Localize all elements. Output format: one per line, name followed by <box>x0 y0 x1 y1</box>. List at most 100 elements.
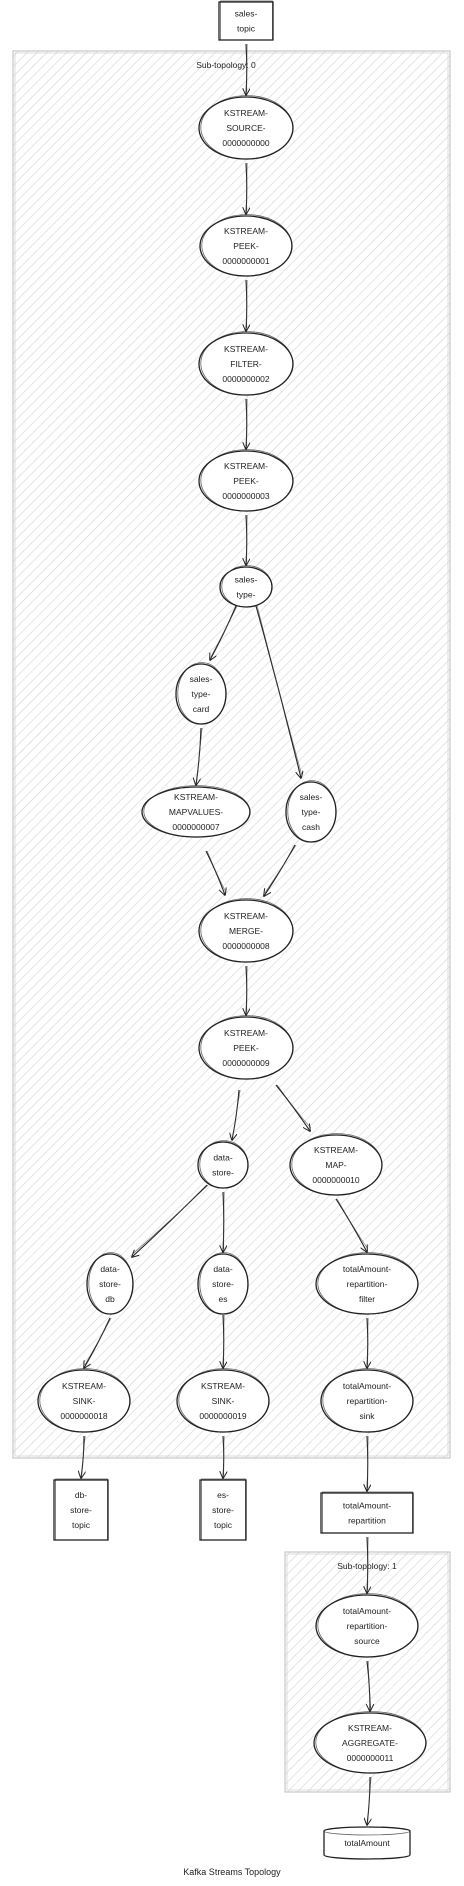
node-label: source <box>354 1636 380 1646</box>
node-sales-type-cash[interactable]: sales-type-cash <box>285 780 337 843</box>
node-es-store-topic[interactable]: es-store-topic <box>199 1478 247 1541</box>
node-label: store- <box>70 1505 92 1515</box>
edge-sales-type-cash-to-merge8 <box>264 844 296 896</box>
node-label: filter <box>359 1294 375 1304</box>
node-label: 0000000011 <box>347 1753 394 1763</box>
node-totalAmount[interactable]: totalAmount <box>323 1826 411 1860</box>
node-label: MAP- <box>325 1160 346 1170</box>
node-label: PEEK- <box>233 1043 259 1053</box>
node-label: 0000000019 <box>199 1411 247 1421</box>
node-label: KSTREAM- <box>224 226 268 236</box>
node-label: 0000000000 <box>222 138 270 148</box>
node-label: repartition <box>348 1516 386 1526</box>
node-label: totalAmount- <box>343 1381 391 1391</box>
node-repartition-filter[interactable]: totalAmount-repartition-filter <box>315 1252 419 1315</box>
cluster-box <box>12 50 451 1459</box>
node-sink18[interactable]: KSTREAM- SINK- 0000000018 <box>37 1368 131 1433</box>
node-label: cash <box>302 822 320 832</box>
node-sink19[interactable]: KSTREAM- SINK- 0000000019 <box>176 1368 270 1433</box>
node-label: PEEK- <box>233 476 259 486</box>
cluster-label: Sub-topology: 0 <box>196 60 256 70</box>
node-aggregate11[interactable]: KSTREAM-AGGREGATE-0000000011 <box>313 1711 427 1774</box>
node-map10[interactable]: KSTREAM- MAP- 0000000010 <box>289 1133 383 1196</box>
node-data-store[interactable]: data-store- <box>197 1140 249 1189</box>
node-label: FILTER- <box>230 359 262 369</box>
node-label: 0000000018 <box>60 1411 108 1421</box>
node-label: sales- <box>190 674 213 684</box>
node-label: MAPVALUES- <box>169 807 223 817</box>
diagram-title: Kafka Streams Topology <box>183 1867 281 1877</box>
node-label: sales- <box>300 792 323 802</box>
node-sales-type[interactable]: sales-type- <box>219 565 273 608</box>
node-label: 0000000008 <box>222 941 270 951</box>
node-peek3[interactable]: KSTREAM- PEEK- 0000000003 <box>198 449 294 512</box>
node-label: KSTREAM- <box>224 344 268 354</box>
node-label: data- <box>213 1153 233 1163</box>
node-label: AGGREGATE- <box>342 1738 398 1748</box>
node-label: KSTREAM- <box>314 1145 358 1155</box>
node-label: totalAmount- <box>343 1264 391 1274</box>
node-label: 0000000002 <box>222 374 270 384</box>
node-repartition-sink[interactable]: totalAmount-repartition-sink <box>320 1368 414 1433</box>
cluster-sub0: Sub-topology: 0 <box>12 50 451 1459</box>
node-label: topic <box>72 1520 91 1530</box>
node-label: topic <box>214 1520 233 1530</box>
node-label: KSTREAM- <box>224 1028 268 1038</box>
node-label: es- <box>217 1490 229 1500</box>
node-label: PEEK- <box>233 241 259 251</box>
edge-map10-to-repartition-filter <box>335 1198 367 1252</box>
node-box <box>53 1479 109 1541</box>
node-label: KSTREAM- <box>201 1381 245 1391</box>
node-mapvalues7[interactable]: KSTREAM- MAPVALUES- 0000000007 <box>141 785 251 838</box>
node-label: sales- <box>235 575 258 585</box>
node-sales-type-card[interactable]: sales-type-card <box>175 662 227 725</box>
node-label: SINK- <box>73 1396 96 1406</box>
node-filter2[interactable]: KSTREAM- FILTER- 0000000002 <box>198 331 294 396</box>
node-label: repartition- <box>347 1621 388 1631</box>
node-label: KSTREAM- <box>224 461 268 471</box>
node-label: SOURCE- <box>226 123 265 133</box>
node-label: KSTREAM- <box>174 792 218 802</box>
node-label: topic <box>237 24 256 34</box>
node-label: db- <box>75 1490 87 1500</box>
node-repartition-topic[interactable]: totalAmount-repartition <box>320 1491 414 1534</box>
node-label: card <box>193 704 210 714</box>
node-label: 0000000001 <box>222 256 270 266</box>
node-label: 0000000010 <box>312 1175 360 1185</box>
node-label: SINK- <box>212 1396 235 1406</box>
node-label: 0000000007 <box>172 822 220 832</box>
node-label: 0000000003 <box>222 491 270 501</box>
node-box <box>199 1479 247 1541</box>
node-source[interactable]: KSTREAM- SOURCE- 0000000000 <box>198 95 294 160</box>
node-label: totalAmount- <box>343 1606 391 1616</box>
node-label: MERGE- <box>229 926 263 936</box>
node-label: KSTREAM- <box>62 1381 106 1391</box>
node-label: store- <box>212 1168 234 1178</box>
node-box <box>218 1 274 41</box>
cluster-label: Sub-topology: 1 <box>337 1561 397 1571</box>
node-cylinder <box>323 1826 411 1860</box>
node-merge8[interactable]: KSTREAM-MERGE-0000000008 <box>198 898 294 963</box>
node-label: totalAmount <box>344 1838 390 1848</box>
node-label: data- <box>213 1264 233 1274</box>
node-label: store- <box>212 1279 234 1289</box>
node-label: sink <box>359 1411 375 1421</box>
node-peek9[interactable]: KSTREAM- PEEK- 0000000009 <box>198 1015 294 1080</box>
node-label: KSTREAM- <box>224 108 268 118</box>
edge-data-store-db-to-sink18 <box>84 1317 111 1368</box>
node-db-store-topic[interactable]: db-store-topic <box>53 1478 109 1541</box>
node-label: 0000000009 <box>222 1058 270 1068</box>
node-label: type- <box>192 689 211 699</box>
node-sales-topic[interactable]: sales-topic <box>218 0 274 41</box>
node-label: store- <box>212 1505 234 1515</box>
node-label: db <box>105 1294 115 1304</box>
node-label: es <box>219 1294 228 1304</box>
node-box <box>320 1492 414 1534</box>
node-label: store- <box>99 1279 121 1289</box>
node-data-store-db[interactable]: data-store-db <box>86 1252 134 1315</box>
edge-mapvalues7-to-merge8 <box>205 850 225 895</box>
node-repartition-source[interactable]: totalAmount-repartition-source <box>315 1593 419 1658</box>
node-label: repartition- <box>347 1279 388 1289</box>
node-peek1[interactable]: KSTREAM- PEEK- 0000000001 <box>199 214 293 277</box>
node-data-store-es[interactable]: data-store-es <box>197 1252 249 1315</box>
